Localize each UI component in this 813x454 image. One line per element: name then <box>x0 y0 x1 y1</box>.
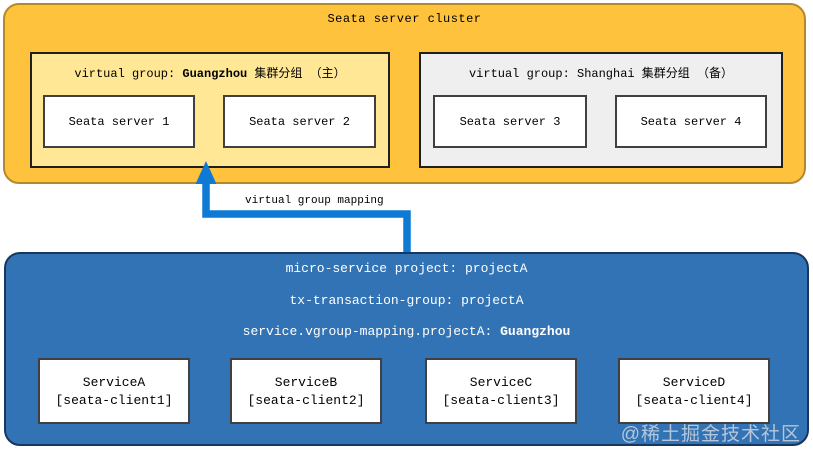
virtual-group-shanghai-label: virtual group: Shanghai 集群分组 （备） <box>421 64 781 81</box>
service-d-node: ServiceD [seata-client4] <box>618 358 770 424</box>
tx-transaction-group-line: tx-transaction-group: projectA <box>289 293 524 308</box>
micro-service-project-line: micro-service project: projectA <box>285 261 528 276</box>
cluster-title: Seata server cluster <box>327 12 482 26</box>
seata-server-4-label: Seata server 4 <box>640 114 742 129</box>
service-c-client: [seata-client3] <box>442 392 560 408</box>
vgroup-mapping-line: service.vgroup-mapping.projectA: Guangzh… <box>6 324 807 339</box>
group-label-prefix: virtual group: <box>74 67 183 81</box>
service-a-name: ServiceA <box>82 374 146 390</box>
virtual-group-guangzhou-label: virtual group: Guangzhou 集群分组 （主） <box>32 64 388 81</box>
seata-server-3-label: Seata server 3 <box>459 114 561 129</box>
service-b-client: [seata-client2] <box>247 392 365 408</box>
vgroup-mapping-value: Guangzhou <box>500 324 571 339</box>
juejin-watermark: @稀土掘金技术社区 <box>620 424 801 445</box>
service-c-name: ServiceC <box>469 374 533 390</box>
seata-server-2-node: Seata server 2 <box>223 95 376 148</box>
seata-server-2-label: Seata server 2 <box>249 114 350 129</box>
service-a-client: [seata-client1] <box>55 392 173 408</box>
group-label-suffix: 集群分组 （备） <box>634 67 734 81</box>
service-b-name: ServiceB <box>274 374 338 390</box>
seata-server-cluster-box: Seata server cluster virtual group: Guan… <box>3 3 806 184</box>
service-b-node: ServiceB [seata-client2] <box>230 358 382 424</box>
service-d-client: [seata-client4] <box>635 392 753 408</box>
seata-server-1-node: Seata server 1 <box>43 95 195 148</box>
virtual-group-mapping-label: virtual group mapping <box>245 195 384 207</box>
seata-server-3-node: Seata server 3 <box>433 95 587 148</box>
group-label-prefix: virtual group: <box>468 67 577 81</box>
group-label-name: Shanghai <box>577 67 635 81</box>
service-a-node: ServiceA [seata-client1] <box>38 358 190 424</box>
vgroup-mapping-prefix: service.vgroup-mapping.projectA: <box>242 324 501 339</box>
service-d-name: ServiceD <box>662 374 726 390</box>
seata-server-1-label: Seata server 1 <box>68 114 170 129</box>
seata-server-4-node: Seata server 4 <box>615 95 767 148</box>
group-label-name: Guangzhou <box>182 67 248 81</box>
service-c-node: ServiceC [seata-client3] <box>425 358 577 424</box>
group-label-suffix: 集群分组 （主） <box>247 67 346 81</box>
